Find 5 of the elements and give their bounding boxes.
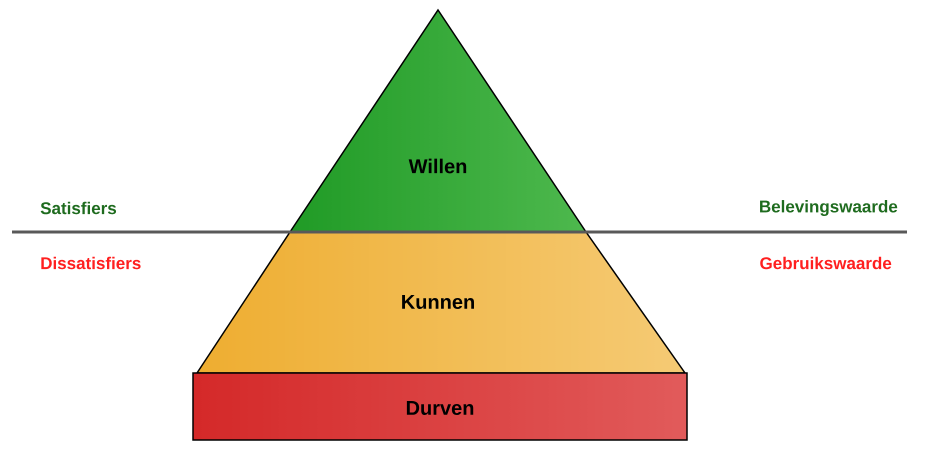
side-label: Satisfiers (40, 202, 116, 214)
side-label: Dissatisfiers (41, 256, 141, 270)
side-label: Belevingswaarde (760, 200, 898, 216)
pyramid-base: Durven (192, 372, 688, 441)
side-label: Gebruikswaarde (760, 256, 892, 270)
